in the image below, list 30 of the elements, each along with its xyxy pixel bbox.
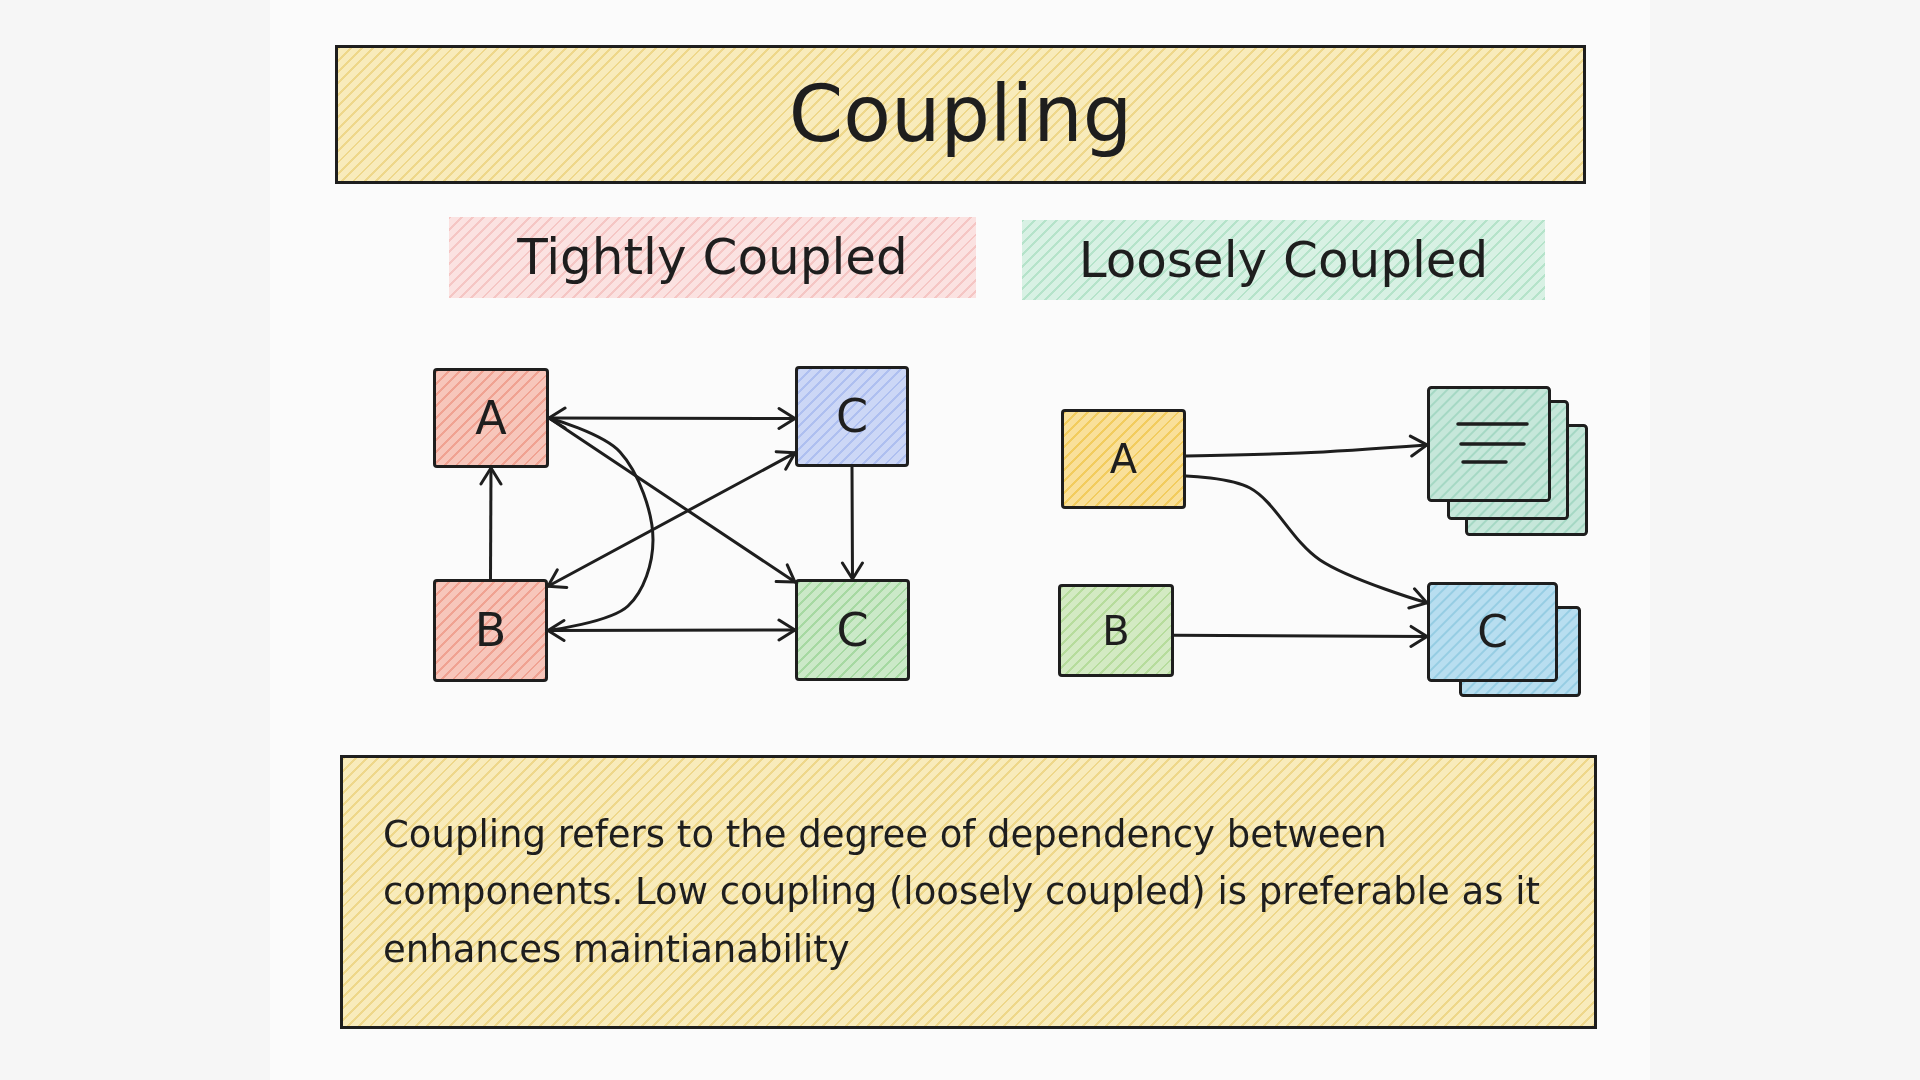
component-box [1058, 584, 1174, 677]
arrow [546, 450, 797, 589]
caption-text: Coupling refers to the degree of dependency between components. Low coupling (loosely coupled) is preferable as it enhances maintianability [383, 812, 1541, 973]
component-box [795, 579, 910, 681]
node-label: C [1477, 607, 1508, 657]
title-text: Coupling [788, 71, 1133, 158]
arrow [479, 466, 503, 581]
heading-text: Loosely Coupled [1078, 232, 1489, 288]
node-label: A [475, 392, 507, 444]
heading-text: Tightly Coupled [517, 230, 908, 285]
arrow [547, 406, 797, 430]
node-label: B [474, 605, 507, 656]
stacked-box [1427, 582, 1582, 698]
heading-band [1022, 220, 1545, 300]
node-label: A [1109, 437, 1138, 481]
heading-band [449, 217, 976, 298]
node-label: B [1102, 608, 1130, 653]
arrow [840, 465, 864, 581]
arrow [546, 618, 797, 642]
arrow [1172, 624, 1429, 648]
component-box [1061, 409, 1186, 509]
component-box [795, 366, 909, 467]
connector-line [546, 416, 655, 632]
node-label: C [836, 604, 869, 656]
component-box [433, 368, 549, 468]
document-stack [1427, 386, 1589, 537]
component-box [433, 579, 548, 682]
node-label: C [835, 391, 869, 442]
arrow [1184, 434, 1429, 458]
arrow [1184, 474, 1429, 610]
